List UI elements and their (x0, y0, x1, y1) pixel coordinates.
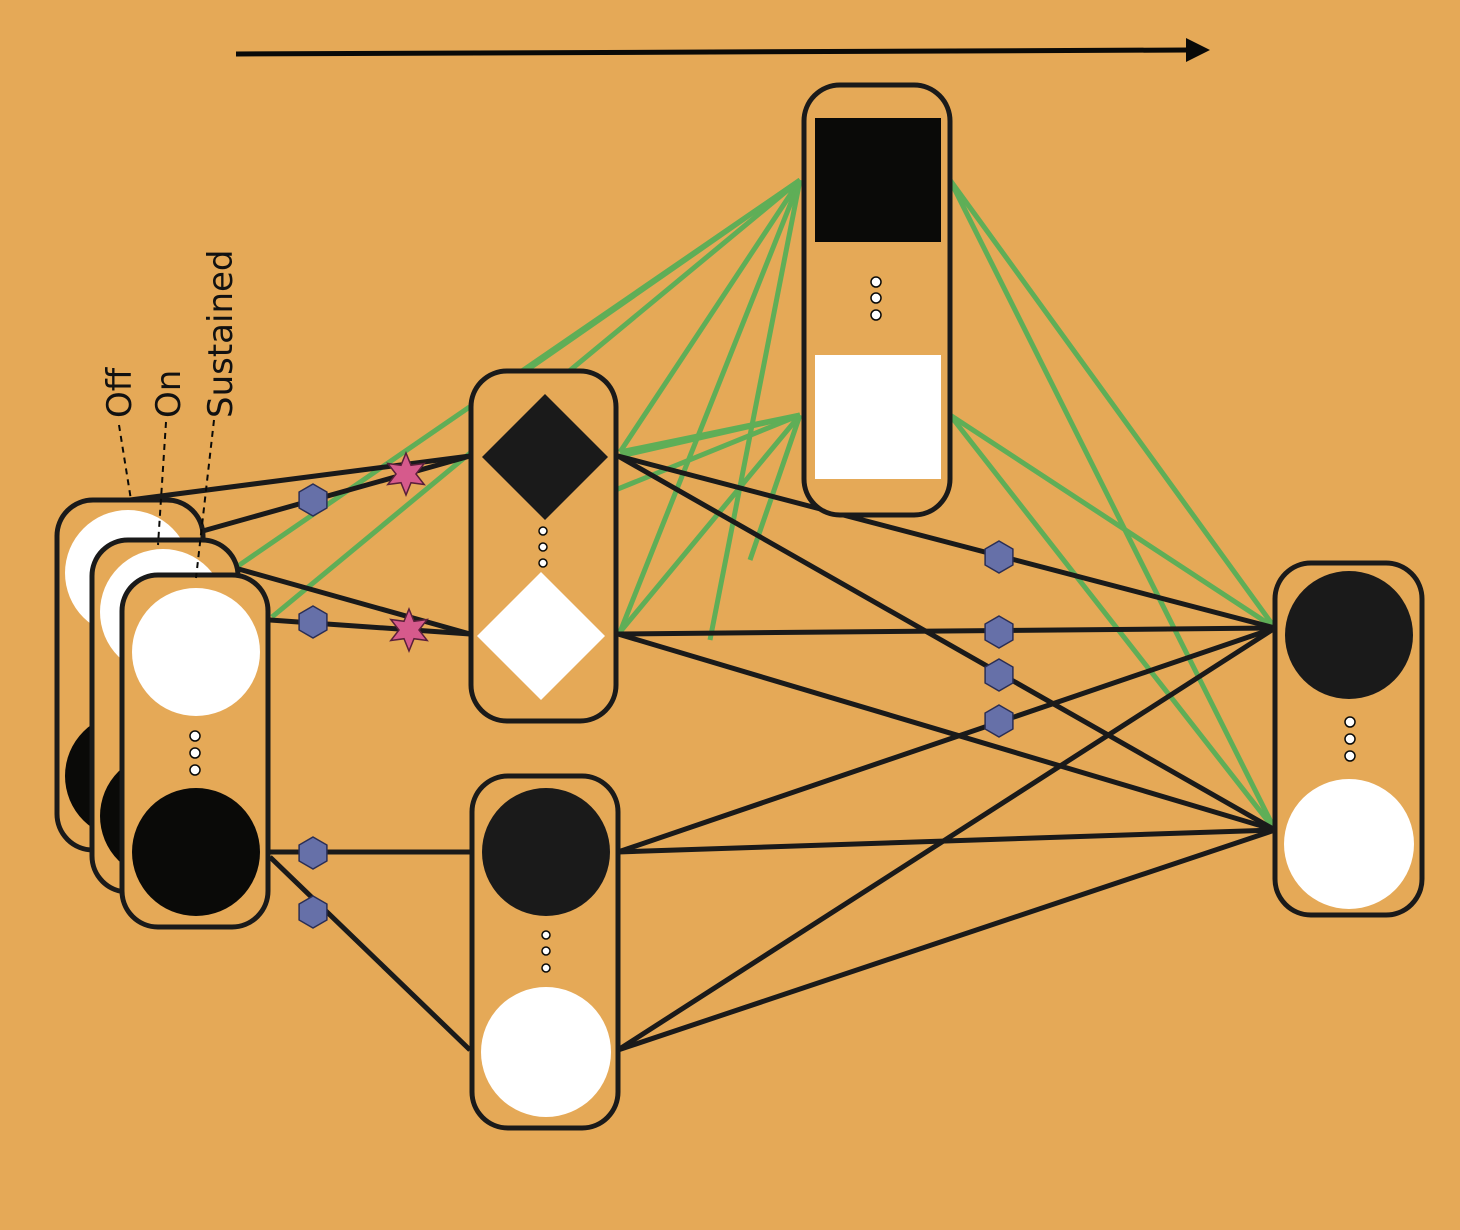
black-connection-line (129, 453, 471, 503)
direction-arrow (235, 38, 1210, 62)
hexagon-marker-icon (984, 615, 1014, 649)
green-connection-line (618, 413, 802, 634)
black-connection-line (268, 855, 472, 1052)
diamond-light (477, 572, 605, 700)
black-connection-line (617, 453, 1276, 631)
star-marker-icon (389, 607, 429, 653)
black-connection-line (616, 453, 1277, 833)
green-connection-line (707, 179, 803, 641)
green-connection-line (947, 178, 1278, 832)
label-leaders (118, 419, 215, 579)
ellipsis-dots-icon (870, 276, 882, 321)
hexagon-marker-icon (984, 658, 1014, 692)
hexagon-marker-icon (298, 895, 328, 929)
square-layer (801, 82, 953, 518)
label-off: Off (100, 366, 140, 418)
green-connection-line (617, 179, 803, 633)
output-layer (1272, 560, 1425, 918)
black-connection-line (617, 625, 1276, 855)
black-connection-line (234, 565, 471, 637)
green-connection-line (947, 178, 1278, 630)
diamond-dark (482, 394, 608, 520)
hexagon-marker-icon (298, 605, 328, 639)
ellipsis-dots-icon (189, 730, 201, 776)
label-on: On (149, 370, 189, 418)
circle-layer (469, 773, 621, 1131)
black-connection-line (617, 625, 1276, 637)
star-marker-icon (386, 451, 426, 497)
label-sustained: Sustained (201, 249, 241, 418)
hexagon-marker-icon (984, 540, 1014, 574)
green-connection-line (617, 178, 803, 454)
black-connection-line (617, 827, 1276, 1053)
black-connection-line (616, 625, 1277, 1053)
diamond-layer (468, 368, 619, 724)
green-connection-line (948, 413, 1277, 832)
ellipsis-dots-icon (1344, 716, 1356, 762)
hexagon-marker-icon (298, 483, 328, 517)
green-connection-line (948, 412, 1277, 631)
ellipsis-dots-icon (541, 930, 551, 973)
square-light (815, 355, 941, 479)
green-connection-line (528, 177, 802, 371)
black-connection-line (617, 631, 1276, 833)
hexagon-markers (298, 483, 1014, 929)
hexagon-marker-icon (298, 836, 328, 870)
green-connection-line (619, 412, 801, 455)
ellipsis-dots-icon (538, 526, 548, 568)
square-dark (815, 118, 941, 242)
input-pill-front (119, 572, 271, 930)
hexagon-marker-icon (984, 704, 1014, 738)
input-layer-stack (54, 497, 271, 930)
star-markers (386, 451, 429, 653)
